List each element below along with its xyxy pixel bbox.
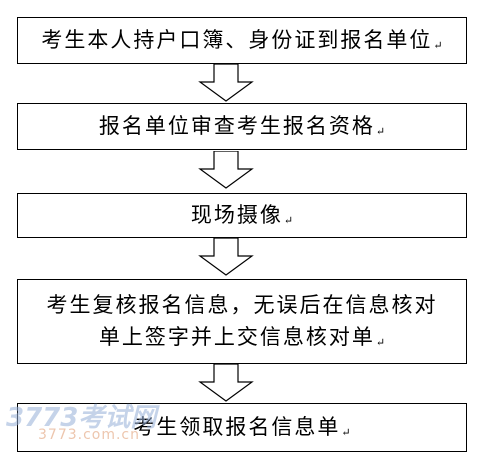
flow-step-4-line-1: 考生复核报名信息，无误后在信息核对 bbox=[46, 293, 438, 317]
watermark-url: 3773.com.cn bbox=[38, 427, 140, 443]
flow-step-5: 考生领取报名信息单↵ bbox=[17, 403, 467, 452]
down-arrow-icon bbox=[198, 151, 254, 189]
flow-step-2-text: 报名单位审查考生报名资格 bbox=[98, 114, 375, 138]
down-arrow-icon bbox=[198, 64, 254, 102]
flow-step-2: 报名单位审查考生报名资格↵ bbox=[17, 103, 467, 150]
flow-step-1: 考生本人持户口簿、身份证到报名单位↵ bbox=[17, 17, 467, 64]
return-mark: ↵ bbox=[375, 125, 386, 138]
down-arrow-icon bbox=[198, 238, 254, 276]
down-arrow-icon bbox=[198, 364, 254, 402]
watermark-logo: 3773考试网 bbox=[6, 403, 157, 433]
flow-step-3: 现场摄像↵ bbox=[17, 193, 467, 238]
return-mark: ↵ bbox=[433, 39, 443, 52]
flow-step-4: 考生复核报名信息，无误后在信息核对 单上签字并上交信息核对单↵ bbox=[17, 279, 467, 364]
flow-step-4-line-2: 单上签字并上交信息核对单 bbox=[98, 325, 375, 349]
return-mark: ↵ bbox=[375, 336, 386, 349]
flow-step-5-text: 考生领取报名信息单 bbox=[133, 415, 341, 439]
return-mark: ↵ bbox=[283, 214, 294, 227]
flow-step-1-text: 考生本人持户口簿、身份证到报名单位 bbox=[41, 28, 433, 52]
return-mark: ↵ bbox=[341, 426, 351, 439]
flow-step-3-text: 现场摄像 bbox=[190, 203, 283, 227]
site-watermark: 3773考试网 3773.com.cn bbox=[6, 397, 206, 457]
